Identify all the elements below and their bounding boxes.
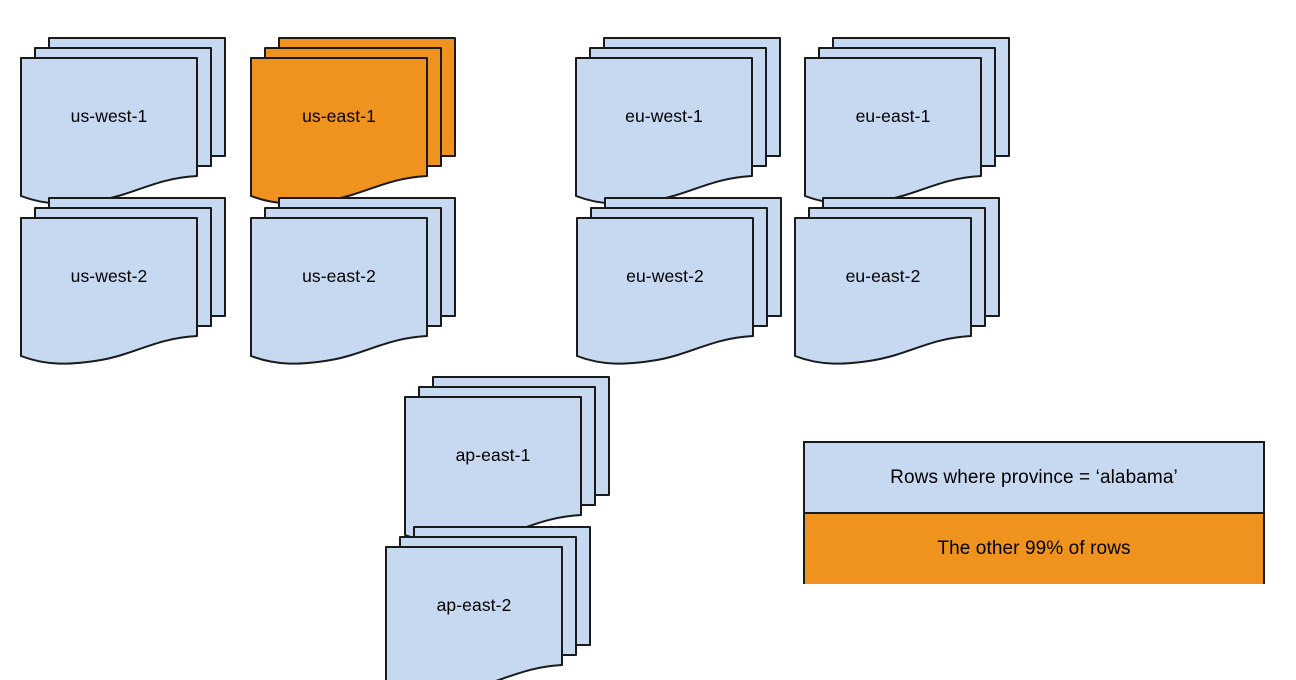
- document-stack-icon: [20, 37, 226, 205]
- stack-sheet-front: [794, 217, 972, 365]
- stack-sheet-front: [250, 57, 428, 205]
- legend-row-other: The other 99% of rows: [805, 514, 1263, 584]
- region-stack-us-east-1[interactable]: us-east-1: [249, 36, 456, 206]
- legend-row-label: Rows where province = ‘alabama’: [890, 466, 1178, 488]
- stack-sheet-front: [20, 217, 198, 365]
- region-stack-us-west-2[interactable]: us-west-2: [19, 196, 226, 366]
- stack-sheet-front: [804, 57, 982, 205]
- region-stack-ap-east-1[interactable]: ap-east-1: [403, 375, 610, 545]
- region-stack-eu-east-1[interactable]: eu-east-1: [803, 36, 1010, 206]
- region-stack-ap-east-2[interactable]: ap-east-2: [384, 525, 591, 680]
- document-stack-icon: [804, 37, 1010, 205]
- document-stack-icon: [794, 197, 1000, 365]
- region-stack-us-west-1[interactable]: us-west-1: [19, 36, 226, 206]
- stack-sheet-front: [250, 217, 428, 365]
- legend-row-label: The other 99% of rows: [937, 538, 1131, 559]
- region-stack-eu-east-2[interactable]: eu-east-2: [793, 196, 1000, 366]
- document-stack-icon: [576, 197, 782, 365]
- document-stack-icon: [250, 197, 456, 365]
- document-stack-icon: [250, 37, 456, 205]
- stack-sheet-front: [385, 546, 563, 680]
- region-stack-us-east-2[interactable]: us-east-2: [249, 196, 456, 366]
- legend-row-alabama: Rows where province = ‘alabama’: [805, 443, 1263, 514]
- document-stack-icon: [575, 37, 781, 205]
- stack-sheet-front: [576, 217, 754, 365]
- document-stack-icon: [385, 526, 591, 680]
- stack-sheet-front: [404, 396, 582, 544]
- legend: Rows where province = ‘alabama’ The other…: [803, 441, 1265, 584]
- region-stack-eu-west-2[interactable]: eu-west-2: [575, 196, 782, 366]
- region-stack-eu-west-1[interactable]: eu-west-1: [574, 36, 781, 206]
- document-stack-icon: [404, 376, 610, 544]
- stack-sheet-front: [575, 57, 753, 205]
- document-stack-icon: [20, 197, 226, 365]
- stack-sheet-front: [20, 57, 198, 205]
